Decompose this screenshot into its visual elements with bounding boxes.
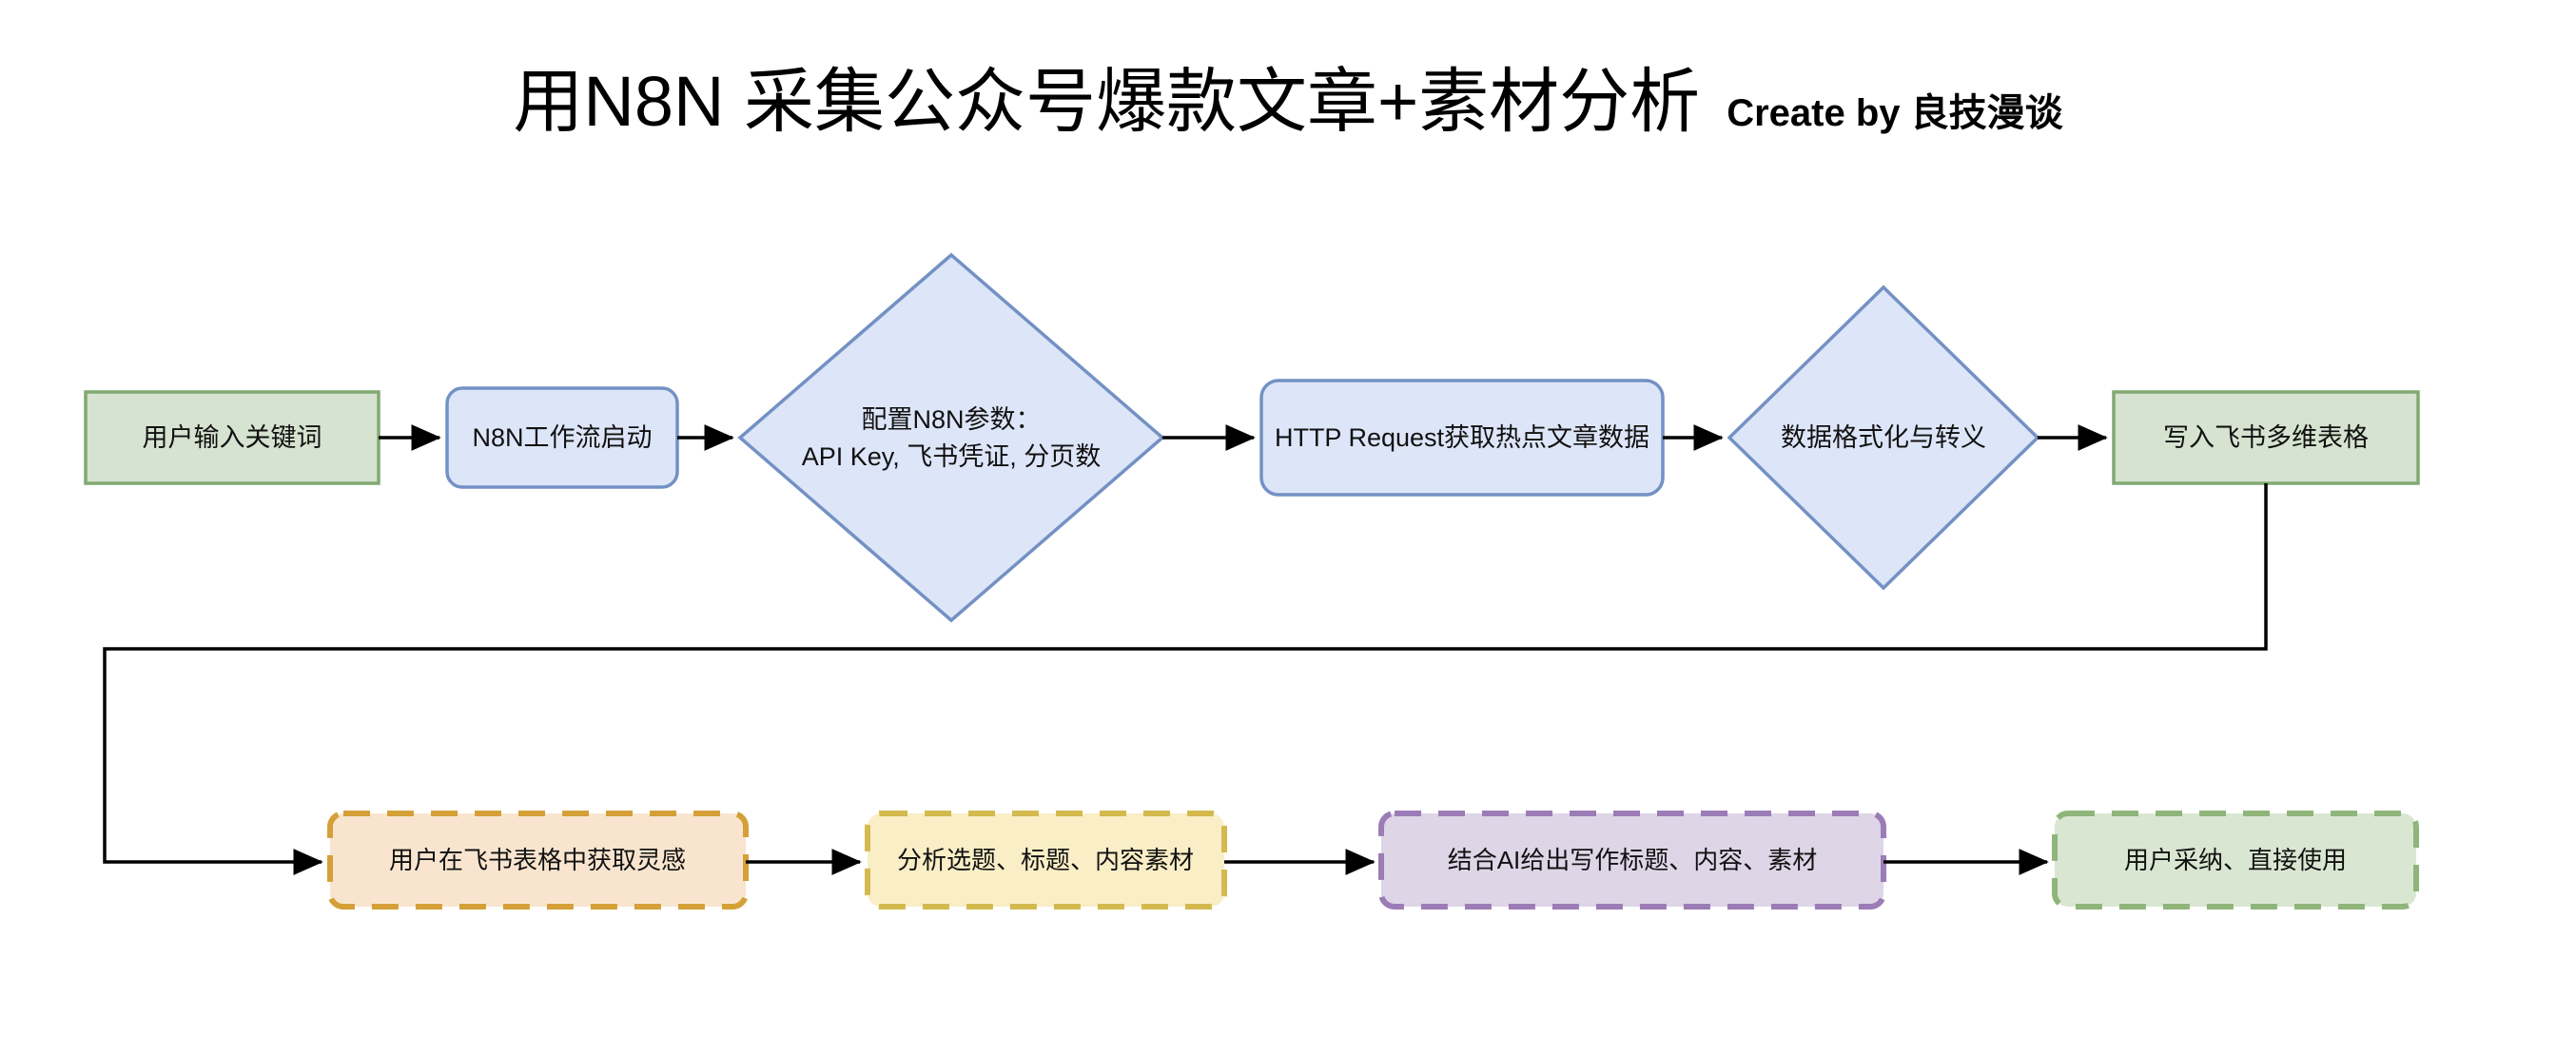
- node-write-feishu-bitable[interactable]: 写入飞书多维表格: [2112, 390, 2420, 485]
- node-configure-n8n-params[interactable]: 配置N8N参数： API Key, 飞书凭证, 分页数: [737, 252, 1165, 623]
- node-user-inspiration-from-table[interactable]: 用户在飞书表格中获取灵感: [327, 811, 749, 910]
- node-analyze-topic-title-material[interactable]: 分析选题、标题、内容素材: [865, 811, 1227, 910]
- node-label: 写入飞书多维表格: [2163, 423, 2369, 452]
- node-shape-rounded-rectangle-dashed: [1378, 811, 1886, 910]
- node-shape-rounded-rectangle-dashed: [865, 811, 1227, 910]
- node-shape-rounded-rectangle-dashed: [2052, 811, 2419, 910]
- node-label-line1: 配置N8N参数：: [861, 405, 1041, 434]
- node-shape-diamond: [1727, 284, 2040, 591]
- node-label: 分析选题、标题、内容素材: [897, 846, 1194, 874]
- node-shape-rectangle: [84, 390, 381, 485]
- node-label: HTTP Request获取热点文章数据: [1275, 423, 1649, 452]
- node-label: 数据格式化与转义: [1781, 423, 1986, 452]
- title-block: 用N8N 采集公众号爆款文章+素材分析 Create by 良技漫谈: [0, 67, 2576, 137]
- node-label-line2: API Key, 飞书凭证, 分页数: [802, 442, 1102, 471]
- node-http-request-fetch-articles[interactable]: HTTP Request获取热点文章数据: [1259, 379, 1665, 497]
- node-shape-rounded-rectangle-dashed: [327, 811, 749, 910]
- node-user-adopt-and-use[interactable]: 用户采纳、直接使用: [2052, 811, 2419, 910]
- node-label: 用户输入关键词: [143, 423, 322, 452]
- node-user-input-keyword[interactable]: 用户输入关键词: [84, 390, 381, 485]
- node-label: N8N工作流启动: [472, 423, 652, 452]
- node-data-format-escape[interactable]: 数据格式化与转义: [1727, 284, 2040, 591]
- node-label: 用户在飞书表格中获取灵感: [389, 846, 686, 874]
- edge-n6-to-n7-elbow: [103, 483, 2268, 875]
- page-title: 用N8N 采集公众号爆款文章+素材分析: [513, 62, 1701, 141]
- node-n8n-workflow-start[interactable]: N8N工作流启动: [445, 386, 679, 489]
- node-ai-writing-suggestions[interactable]: 结合AI给出写作标题、内容、素材: [1378, 811, 1886, 910]
- node-label: 用户采纳、直接使用: [2124, 846, 2347, 874]
- node-label: 结合AI给出写作标题、内容、素材: [1448, 846, 1818, 874]
- node-shape-diamond: [737, 252, 1165, 623]
- page-subtitle: Create by 良技漫谈: [1727, 92, 2063, 134]
